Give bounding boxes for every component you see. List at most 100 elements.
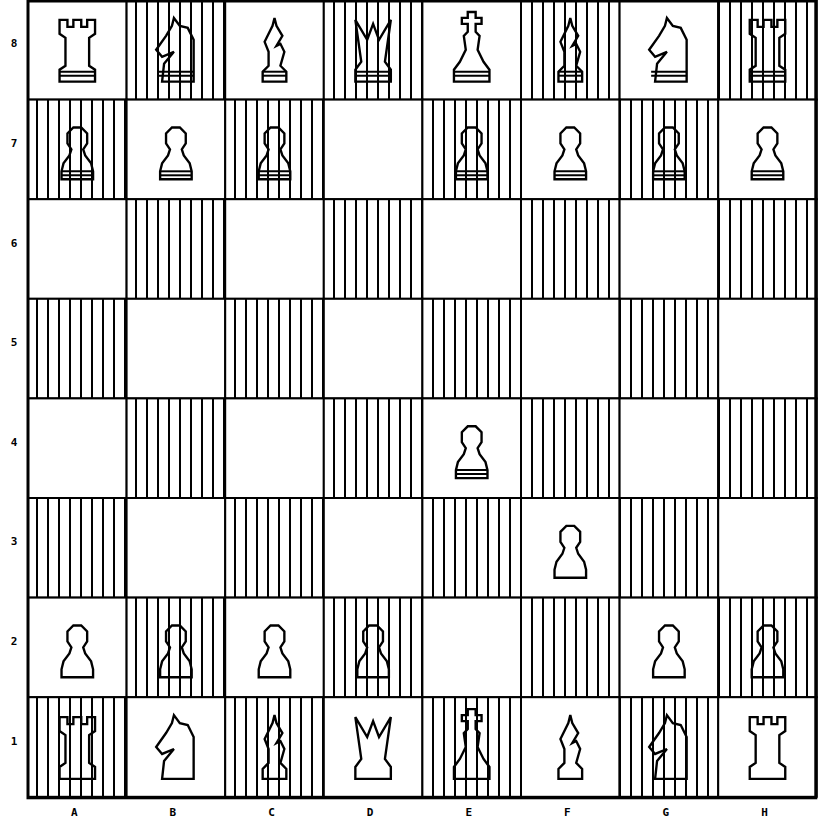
file-letter: F (563, 807, 572, 818)
board-square (127, 598, 226, 698)
piece-outline (454, 12, 489, 82)
piece-band (456, 469, 488, 471)
piece-outline (160, 625, 192, 677)
pawn-piece (752, 625, 784, 677)
board-square (521, 598, 620, 698)
bishop-piece (263, 715, 287, 779)
rank-number: 5 (10, 337, 19, 348)
piece-band (62, 170, 94, 172)
piece-outline (60, 20, 95, 82)
board-border (28, 1, 816, 798)
king-piece (454, 12, 489, 82)
board-square (225, 299, 324, 399)
board-square (422, 498, 521, 598)
knight-piece (156, 18, 193, 82)
board-square (718, 0, 817, 100)
board-square (620, 199, 719, 299)
piece-outline (355, 20, 390, 82)
piece-band (456, 174, 488, 176)
board-square (28, 0, 127, 100)
board-square (127, 697, 226, 797)
piece-outline (555, 526, 587, 578)
piece-outline (263, 715, 287, 779)
rook-piece (750, 717, 785, 779)
board-square (324, 398, 423, 498)
file-letter: C (267, 807, 276, 818)
piece-outline (355, 717, 390, 779)
board-square (620, 697, 719, 797)
board-square (620, 598, 719, 698)
piece-band (653, 174, 685, 176)
board-square (225, 697, 324, 797)
piece-band (355, 71, 390, 73)
piece-band (259, 170, 291, 172)
knight-piece (156, 715, 193, 779)
pawn-piece (62, 625, 94, 677)
board-square (127, 398, 226, 498)
rook-piece (60, 20, 95, 82)
board-square (324, 199, 423, 299)
piece-band (60, 71, 95, 73)
piece-band (558, 75, 582, 77)
board-square (324, 0, 423, 100)
piece-outline (752, 127, 784, 179)
pawn-piece (456, 127, 488, 179)
piece-outline (263, 18, 287, 82)
piece-band (750, 71, 785, 73)
piece-outline (653, 625, 685, 677)
piece-outline (160, 127, 192, 179)
bishop-piece (558, 18, 582, 82)
rank-number: 6 (10, 238, 19, 249)
pawn-piece (259, 625, 291, 677)
board-square (127, 0, 226, 100)
file-letter: A (70, 807, 79, 818)
piece-outline (752, 625, 784, 677)
pawn-piece (160, 625, 192, 677)
board-square (28, 100, 127, 200)
rank-number: 4 (10, 437, 19, 448)
board-square (422, 598, 521, 698)
board-square (28, 398, 127, 498)
board-square (127, 299, 226, 399)
piece-outline (357, 625, 389, 677)
board-square (620, 299, 719, 399)
board-square (620, 398, 719, 498)
piece-outline (60, 717, 95, 779)
board-square (225, 0, 324, 100)
piece-band (750, 75, 785, 77)
board-square (620, 0, 719, 100)
board-square (521, 697, 620, 797)
piece-band (456, 170, 488, 172)
pawn-piece (357, 625, 389, 677)
pawn-piece (653, 127, 685, 179)
piece-band (456, 473, 488, 475)
pawn-piece (456, 426, 488, 478)
piece-band (454, 75, 489, 77)
board-square (718, 598, 817, 698)
file-letter: H (760, 807, 769, 818)
piece-outline (62, 625, 94, 677)
rook-piece (750, 20, 785, 82)
board-square (422, 100, 521, 200)
queen-piece (355, 20, 390, 82)
file-letter: D (366, 807, 375, 818)
board-square (127, 199, 226, 299)
piece-band (259, 174, 291, 176)
piece-band (263, 75, 287, 77)
king-piece (454, 709, 489, 779)
board-square (422, 299, 521, 399)
piece-outline (653, 127, 685, 179)
board-square (324, 299, 423, 399)
piece-outline (649, 18, 686, 82)
piece-band (558, 71, 582, 73)
piece-outline (555, 127, 587, 179)
pawn-piece (555, 526, 587, 578)
piece-outline (62, 127, 94, 179)
board-square (521, 299, 620, 399)
board-square (620, 100, 719, 200)
piece-outline (156, 18, 193, 82)
board-square (521, 398, 620, 498)
piece-band (454, 71, 489, 73)
rank-number: 7 (10, 138, 19, 149)
board-square (28, 498, 127, 598)
